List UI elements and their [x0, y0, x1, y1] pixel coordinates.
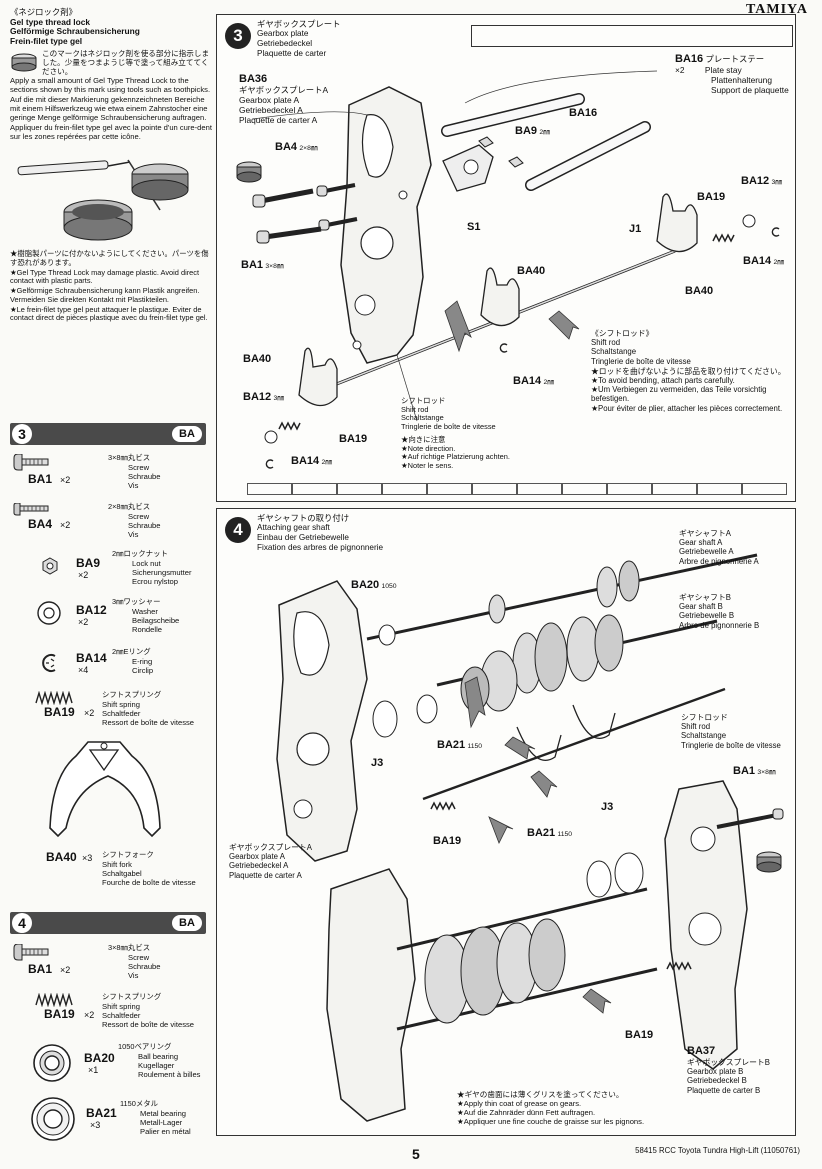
ba21-label: BA21 1150	[437, 739, 483, 751]
thread-lock-section: 《ネジロック剤》 Gel type thread lock Gelförmige…	[10, 7, 215, 324]
step3-bottom-strip	[247, 483, 787, 495]
washer-icon	[37, 601, 61, 625]
ba36-gearbox-plate-label: BA36 ギヤボックスプレートA Gearbox plate A Getrieb…	[239, 73, 329, 125]
j3-label: J3	[601, 801, 614, 813]
parts-bag-tag: BA	[172, 426, 202, 442]
part-ba9-lock-nut: BA9 ×2 2㎜ロックナット Lock nut Sicherungsmutte…	[12, 549, 212, 602]
lock-nut-icon	[42, 557, 58, 575]
step4-parts-header: 4 BA	[10, 912, 206, 934]
j1-label: J1	[629, 223, 642, 235]
ba40-label: BA40	[685, 285, 714, 297]
s1-label: S1	[467, 221, 481, 233]
part-ba21-metal-bearing: BA21 ×3 1150メタル Metal bearing Metall-Lag…	[12, 1096, 212, 1148]
step-number: 3	[12, 424, 32, 444]
part-ba12-washer: BA12 ×2 3㎜ワッシャー Washer Beilagscheibe Ron…	[12, 597, 212, 650]
direction-arrow-icon	[444, 300, 580, 353]
j3-label: J3	[371, 757, 384, 769]
e-ring-icon	[42, 654, 56, 672]
ba4-label: BA4 2×8㎜	[275, 141, 318, 153]
shift-rod-direction-note: シフトロッド Shift rod Schaltstange Tringlerie…	[401, 396, 510, 471]
screw-icon	[13, 454, 49, 471]
thread-lock-instructions: このマークはネジロック剤を使る部分に指示しました。少量をつまようじ等で塗って組み…	[10, 48, 212, 142]
parts-bag-tag: BA	[172, 915, 202, 931]
step4-panel: 4 ギヤシャフトの取り付け Attaching gear shaft Einba…	[216, 508, 796, 1136]
ba1-label: BA1 3×8㎜	[733, 765, 776, 777]
part-ba14-e-ring: BA14 ×4 2㎜Eリング E-ring Circlip	[12, 647, 212, 700]
footer-model-info: 58415 RCC Toyota Tundra High-Lift (11050…	[635, 1146, 800, 1155]
brand-logo: TAMIYA	[745, 2, 808, 17]
gear-shaft-b-label: ギヤシャフトB Gear shaft B Getriebewelle B Arb…	[679, 593, 760, 630]
shift-rod-note: 《シフトロッド》 Shift rod Schaltstange Tringler…	[591, 329, 786, 413]
screw-icon	[13, 944, 49, 961]
part-ba1-screw: BA1 ×2 3×8㎜丸ビス Screw Schraube Vis	[12, 453, 212, 506]
ba9-label: BA9 2㎜	[515, 125, 550, 137]
ba21-label: BA21 1150	[527, 827, 573, 839]
spring-icon	[35, 993, 73, 1007]
step3-parts-header: 3 BA	[10, 423, 206, 445]
step-number-badge: 4	[225, 517, 251, 543]
screw-icon	[316, 183, 358, 231]
spring-icon	[35, 691, 73, 705]
part-ba4-screw: BA4 ×2 2×8㎜丸ビス Screw Schraube Vis	[12, 502, 212, 555]
thread-lock-warning: ★樹脂製パーツに付かないようにしてください。パーツを傷す恐れがあります。 ★Ge…	[10, 249, 209, 323]
ba16-label: BA16	[569, 107, 598, 119]
part-ba40-shift-fork: BA40 ×3 シフトフォーク Shift fork Schaltgabel F…	[12, 736, 212, 896]
ba20-label: BA20 1050	[351, 579, 397, 591]
part-ba19-shift-spring: BA19 ×2 シフトスプリング Shift spring Schaltfede…	[12, 690, 212, 743]
ba1-label: BA1 3×8㎜	[241, 259, 284, 271]
ba12-label: BA12 3㎜	[243, 391, 285, 403]
step-number-badge: 3	[225, 23, 251, 49]
ba19-label: BA19	[697, 191, 726, 203]
grease-note: ★ギヤの歯面には薄くグリスを塗ってください。 ★Apply thin coat …	[457, 1090, 645, 1126]
ba19-label: BA19	[433, 835, 462, 847]
shift-rod-label: シフトロッド Shift rod Schaltstange Tringlerie…	[681, 713, 781, 750]
ba12-label: BA12 3㎜	[741, 175, 783, 187]
step-number: 4	[12, 913, 32, 933]
ba40-label: BA40	[243, 353, 272, 365]
step3-title: ギヤボックスプレート Gearbox plate Getriebedeckel …	[257, 19, 341, 59]
ba16-plate-stay-label: BA16 プレートステー ×2 Plate stay Plattenhalter…	[675, 53, 789, 95]
ba37-gearbox-plate-b-label: BA37 ギヤボックスプレートB Gearbox plate B Getrieb…	[687, 1045, 770, 1095]
step3-panel: 3 ギヤボックスプレート Gearbox plate Getriebedecke…	[216, 14, 796, 502]
page-number: 5	[412, 1146, 420, 1162]
toothpick-thread-lock-illustration	[17, 159, 189, 241]
ball-bearing-icon	[33, 1044, 71, 1082]
ba14-label: BA14 2㎜	[513, 375, 555, 387]
ba19-label: BA19	[625, 1029, 654, 1041]
ba40-label: BA40	[517, 265, 546, 277]
part-ba20-ball-bearing: BA20 ×1 1050ベアリング Ball bearing Kugellage…	[12, 1042, 212, 1095]
gear-shaft-a-label: ギヤシャフトA Gear shaft A Getriebewelle A Arb…	[679, 529, 759, 566]
thread-lock-icon	[11, 53, 37, 72]
step3-header-box	[471, 25, 793, 47]
ba14-label: BA14 2㎜	[291, 455, 333, 467]
gear-shaft-exploded-drawing	[276, 553, 784, 1122]
step4-title: ギヤシャフトの取り付け Attaching gear shaft Einbau …	[257, 513, 384, 553]
gearbox-plate-a-label: ギヤボックスプレートA Gearbox plate A Getriebedeck…	[229, 843, 312, 880]
ba19-label: BA19	[339, 433, 368, 445]
gearbox-plate-exploded-drawing	[236, 70, 780, 469]
shift-fork-icon	[49, 741, 161, 838]
part-ba1-screw: BA1 ×2 3×8㎜丸ビス Screw Schraube Vis	[12, 943, 212, 996]
ba14-label: BA14 2㎜	[743, 255, 785, 267]
grease-arrow-icon	[464, 676, 612, 1014]
part-ba19-shift-spring: BA19 ×2 シフトスプリング Shift spring Schaltfede…	[12, 992, 212, 1045]
metal-bearing-icon	[31, 1097, 75, 1141]
screw-icon	[13, 503, 49, 516]
thread-lock-title: 《ネジロック剤》 Gel type thread lock Gelförmige…	[10, 7, 140, 46]
